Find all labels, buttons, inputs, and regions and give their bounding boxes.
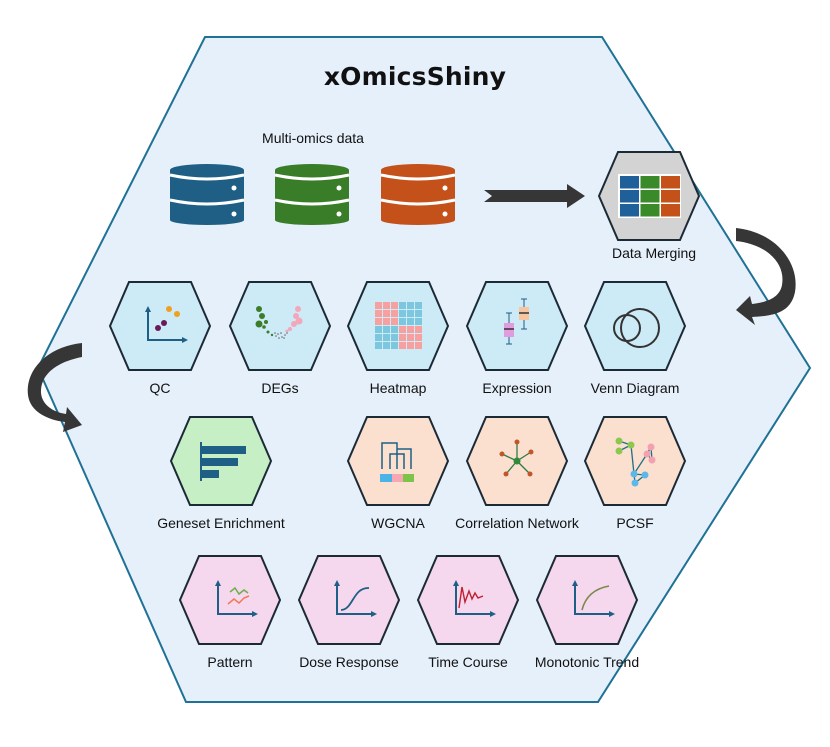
bar-chart-icon bbox=[200, 442, 246, 481]
module-qc[interactable] bbox=[108, 281, 212, 371]
database-icon-orange bbox=[380, 164, 456, 225]
module-geneset[interactable] bbox=[169, 416, 273, 506]
module-corrnet[interactable] bbox=[465, 416, 569, 506]
heatmap-icon bbox=[375, 302, 422, 349]
module-dose[interactable] bbox=[297, 555, 401, 645]
module-hexagon bbox=[583, 416, 687, 506]
module-label-expression: Expression bbox=[482, 380, 552, 396]
module-label-monotonic: Monotonic Trend bbox=[534, 654, 640, 670]
module-hexagon bbox=[346, 416, 450, 506]
module-venn[interactable] bbox=[583, 281, 687, 371]
module-hexagon bbox=[583, 281, 687, 371]
arrow-to-merge-icon bbox=[484, 184, 585, 208]
module-label-venn: Venn Diagram bbox=[590, 380, 680, 396]
steiner-network-icon bbox=[615, 437, 656, 487]
module-hexagon bbox=[465, 281, 569, 371]
module-degs[interactable] bbox=[228, 281, 332, 371]
venn-diagram-icon bbox=[613, 308, 660, 348]
monotonic-curve-icon bbox=[572, 580, 615, 617]
module-label-geneset: Geneset Enrichment bbox=[157, 515, 285, 531]
module-wgcna[interactable] bbox=[346, 416, 450, 506]
qc-scatter-icon bbox=[145, 306, 188, 343]
module-hexagon bbox=[178, 555, 282, 645]
module-label-timecourse: Time Course bbox=[428, 654, 508, 670]
pattern-lines-icon bbox=[215, 580, 258, 617]
module-label-pattern: Pattern bbox=[207, 654, 253, 670]
module-pattern[interactable] bbox=[178, 555, 282, 645]
volcano-plot-icon bbox=[255, 306, 303, 339]
curved-arrow-left-icon bbox=[27, 343, 82, 432]
star-network-icon bbox=[499, 439, 534, 477]
oscillation-curve-icon bbox=[453, 580, 496, 617]
database-icon-blue bbox=[169, 164, 245, 225]
module-timecourse[interactable] bbox=[416, 555, 520, 645]
merged-table-icon bbox=[618, 174, 681, 218]
sigmoid-curve-icon bbox=[334, 580, 377, 617]
module-label-pcsf: PCSF bbox=[616, 515, 654, 531]
data-merging-node[interactable] bbox=[597, 151, 701, 241]
curved-arrow-right-icon bbox=[736, 228, 796, 325]
module-label-heatmap: Heatmap bbox=[369, 380, 427, 396]
module-pcsf[interactable] bbox=[583, 416, 687, 506]
dendrogram-icon bbox=[380, 442, 414, 482]
data-merging-label: Data Merging bbox=[611, 245, 697, 261]
module-label-degs: DEGs bbox=[261, 380, 299, 396]
module-monotonic[interactable] bbox=[535, 555, 639, 645]
database-icon-green bbox=[274, 164, 350, 225]
boxplot-icon bbox=[504, 298, 529, 345]
module-label-corrnet: Correlation Network bbox=[455, 515, 579, 531]
multi-omics-label: Multi-omics data bbox=[262, 130, 364, 146]
module-label-qc: QC bbox=[149, 380, 171, 396]
module-label-dose: Dose Response bbox=[299, 654, 399, 670]
module-hexagon bbox=[228, 281, 332, 371]
module-hexagon bbox=[416, 555, 520, 645]
module-hexagon bbox=[297, 555, 401, 645]
app-title: xOmicsShiny bbox=[323, 62, 507, 91]
module-heatmap[interactable] bbox=[346, 281, 450, 371]
module-expression[interactable] bbox=[465, 281, 569, 371]
module-label-wgcna: WGCNA bbox=[371, 515, 425, 531]
